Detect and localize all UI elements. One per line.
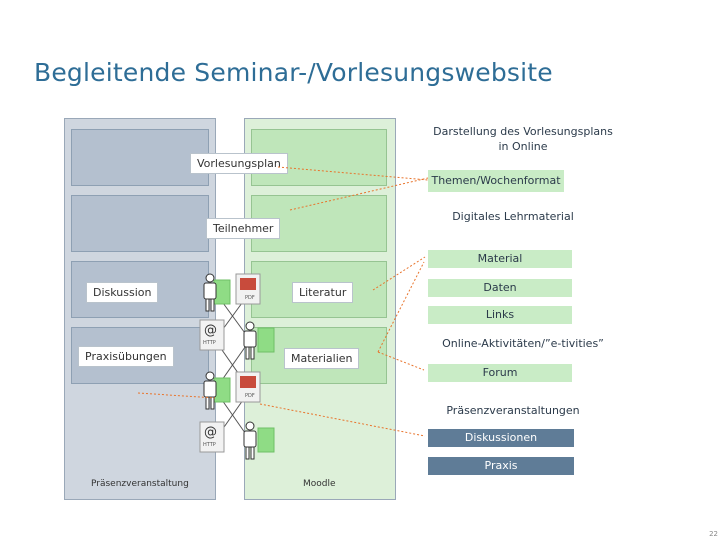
- connector-diskussionen: [259, 403, 426, 437]
- pdf-icon: [235, 273, 261, 305]
- pdf-icon: [235, 371, 261, 403]
- person-icon: [243, 421, 257, 460]
- green-square-4: [257, 427, 275, 453]
- person-icon: [203, 273, 217, 312]
- label-teilnehmer: Teilnehmer: [206, 218, 281, 239]
- digital-item-links: Links: [428, 306, 572, 324]
- right-column-caption: Moodle: [303, 479, 336, 489]
- http-label-1: HTTP: [203, 340, 216, 346]
- connector-teilnehmer: [289, 177, 429, 211]
- http-icon: [199, 421, 225, 453]
- online-heading: Online-Aktivitäten/”e-tivities”: [442, 337, 604, 350]
- label-materialien: Materialien: [284, 348, 360, 369]
- green-square-2: [257, 327, 275, 353]
- label-literatur: Literatur: [292, 282, 354, 303]
- connector-forum: [377, 351, 425, 371]
- digital-item-daten: Daten: [428, 279, 572, 297]
- person-icon: [203, 371, 217, 410]
- at-symbol-1: @: [204, 323, 217, 338]
- plan-heading: Darstellung des Vorlesungsplans in Onlin…: [433, 125, 613, 153]
- connector-literatur: [372, 256, 426, 291]
- connection-figure: [199, 273, 275, 460]
- http-label-2: HTTP: [203, 442, 216, 448]
- presence-item-diskussionen: Diskussionen: [428, 429, 574, 447]
- person-icon: [243, 321, 257, 360]
- slide-title: Begleitende Seminar-/Vorlesungswebsite: [34, 58, 553, 87]
- at-symbol-2: @: [204, 425, 217, 440]
- label-vorlesungsplan: Vorlesungsplan: [190, 153, 288, 174]
- http-icon: [199, 319, 225, 351]
- left-column-caption: Präsenzveranstaltung: [91, 479, 189, 489]
- digital-heading: Digitales Lehrmaterial: [452, 210, 574, 223]
- left-block-2: [71, 195, 209, 252]
- connector-materialien: [377, 261, 425, 353]
- connector-vorlesungsplan: [277, 166, 429, 181]
- pdf-label-1: PDF: [245, 295, 255, 301]
- presence-item-praxis: Praxis: [428, 457, 574, 475]
- left-block-1: [71, 129, 209, 186]
- digital-item-material: Material: [428, 250, 572, 268]
- connector-praxis: [137, 392, 216, 399]
- page-number: 22: [709, 530, 718, 538]
- label-diskussion: Diskussion: [86, 282, 159, 303]
- presence-heading: Präsenzveranstaltungen: [446, 404, 580, 417]
- pdf-label-2: PDF: [245, 393, 255, 399]
- label-praxisuebungen: Praxisübungen: [78, 346, 174, 367]
- plan-item-bar: Themen/Wochenformat: [428, 170, 564, 192]
- right-column-panel: Moodle: [244, 118, 396, 500]
- online-item-forum: Forum: [428, 364, 572, 382]
